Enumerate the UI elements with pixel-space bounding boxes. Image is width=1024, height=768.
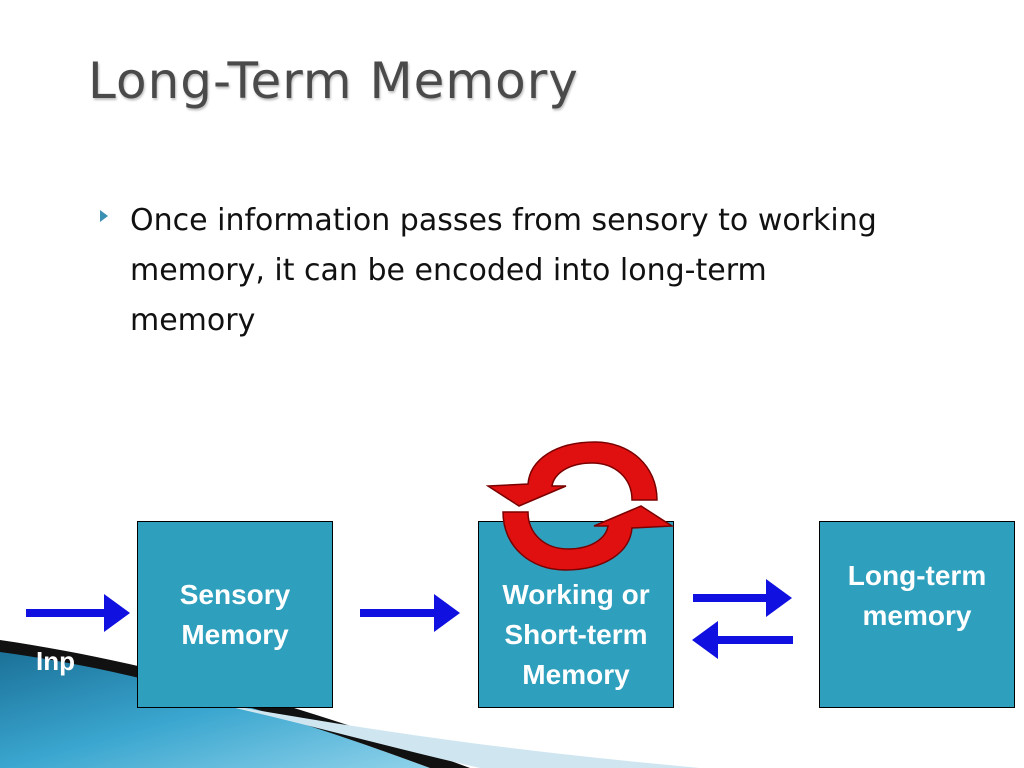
working-memory-box: Working or Short-term Memory xyxy=(478,521,674,708)
long-term-memory-box: Long-term memory xyxy=(819,521,1015,708)
slide-title: Long-Term Memory xyxy=(88,52,579,110)
sensory-memory-label: Sensory Memory xyxy=(179,578,291,650)
long-term-memory-label: Long-term memory xyxy=(847,559,987,631)
working-memory-label: Working or Short-term Memory xyxy=(502,578,650,690)
bullet-item: Once information passes from sensory to … xyxy=(100,196,900,346)
bullet-text: Once information passes from sensory to … xyxy=(130,203,877,338)
sensory-memory-box: Sensory Memory xyxy=(137,521,333,708)
bullet-arrow-icon xyxy=(100,210,108,222)
input-label: Input xyxy=(36,646,76,676)
